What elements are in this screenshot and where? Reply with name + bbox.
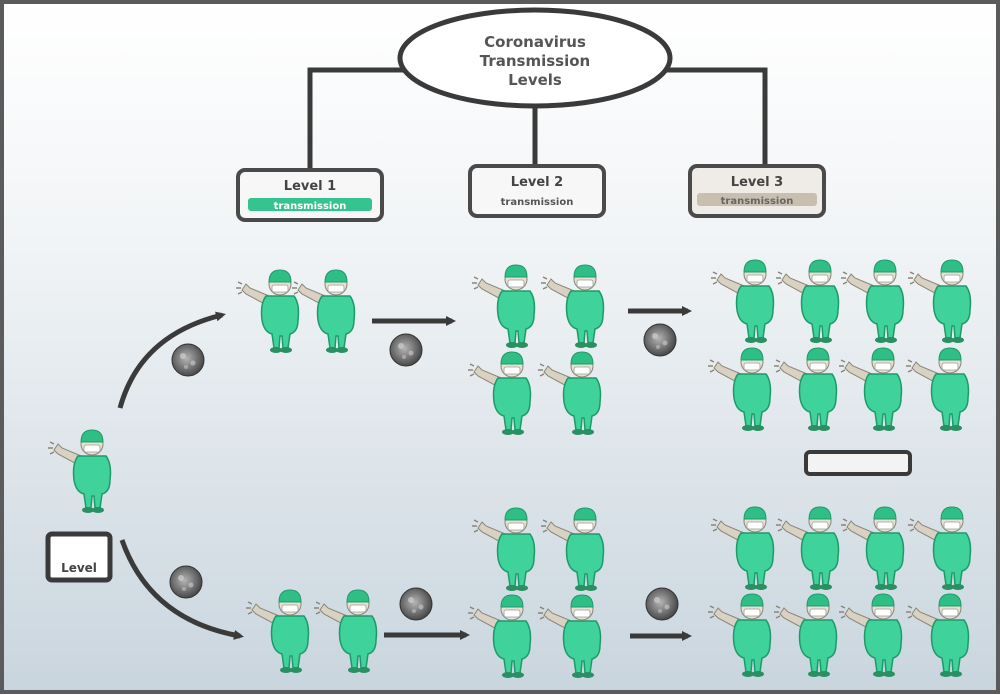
virus-icon: [171, 343, 205, 377]
tree-connectors: [307, 67, 768, 170]
origin-tag: Level: [45, 531, 113, 583]
level-3-sublabel: transmission: [721, 196, 794, 207]
result-tag: [804, 450, 912, 476]
level-box-3: Level 3 transmission: [688, 164, 826, 218]
level-2-sublabel: transmission: [501, 197, 574, 208]
title-line-1: Coronavirus: [484, 33, 586, 51]
virus-icon: [389, 333, 423, 367]
virus-icon: [399, 587, 433, 621]
level-1-label: Level 1: [284, 179, 336, 194]
title-node: Coronavirus Transmission Levels: [397, 7, 673, 109]
title-line-2: Transmission: [480, 52, 590, 70]
virus-icon: [643, 323, 677, 357]
level-3-label: Level 3: [731, 175, 783, 190]
virus-icon: [169, 565, 203, 599]
origin-tag-line-2: Level: [61, 561, 97, 575]
level-2-label: Level 2: [511, 175, 563, 190]
level-box-1: Level 1 transmission: [236, 168, 384, 222]
title-line-3: Levels: [508, 71, 562, 89]
level-1-sublabel: transmission: [274, 201, 347, 212]
level-box-2: Level 2 transmission: [468, 164, 606, 218]
flow-arrows: [117, 306, 692, 641]
virus-icon: [645, 587, 679, 621]
